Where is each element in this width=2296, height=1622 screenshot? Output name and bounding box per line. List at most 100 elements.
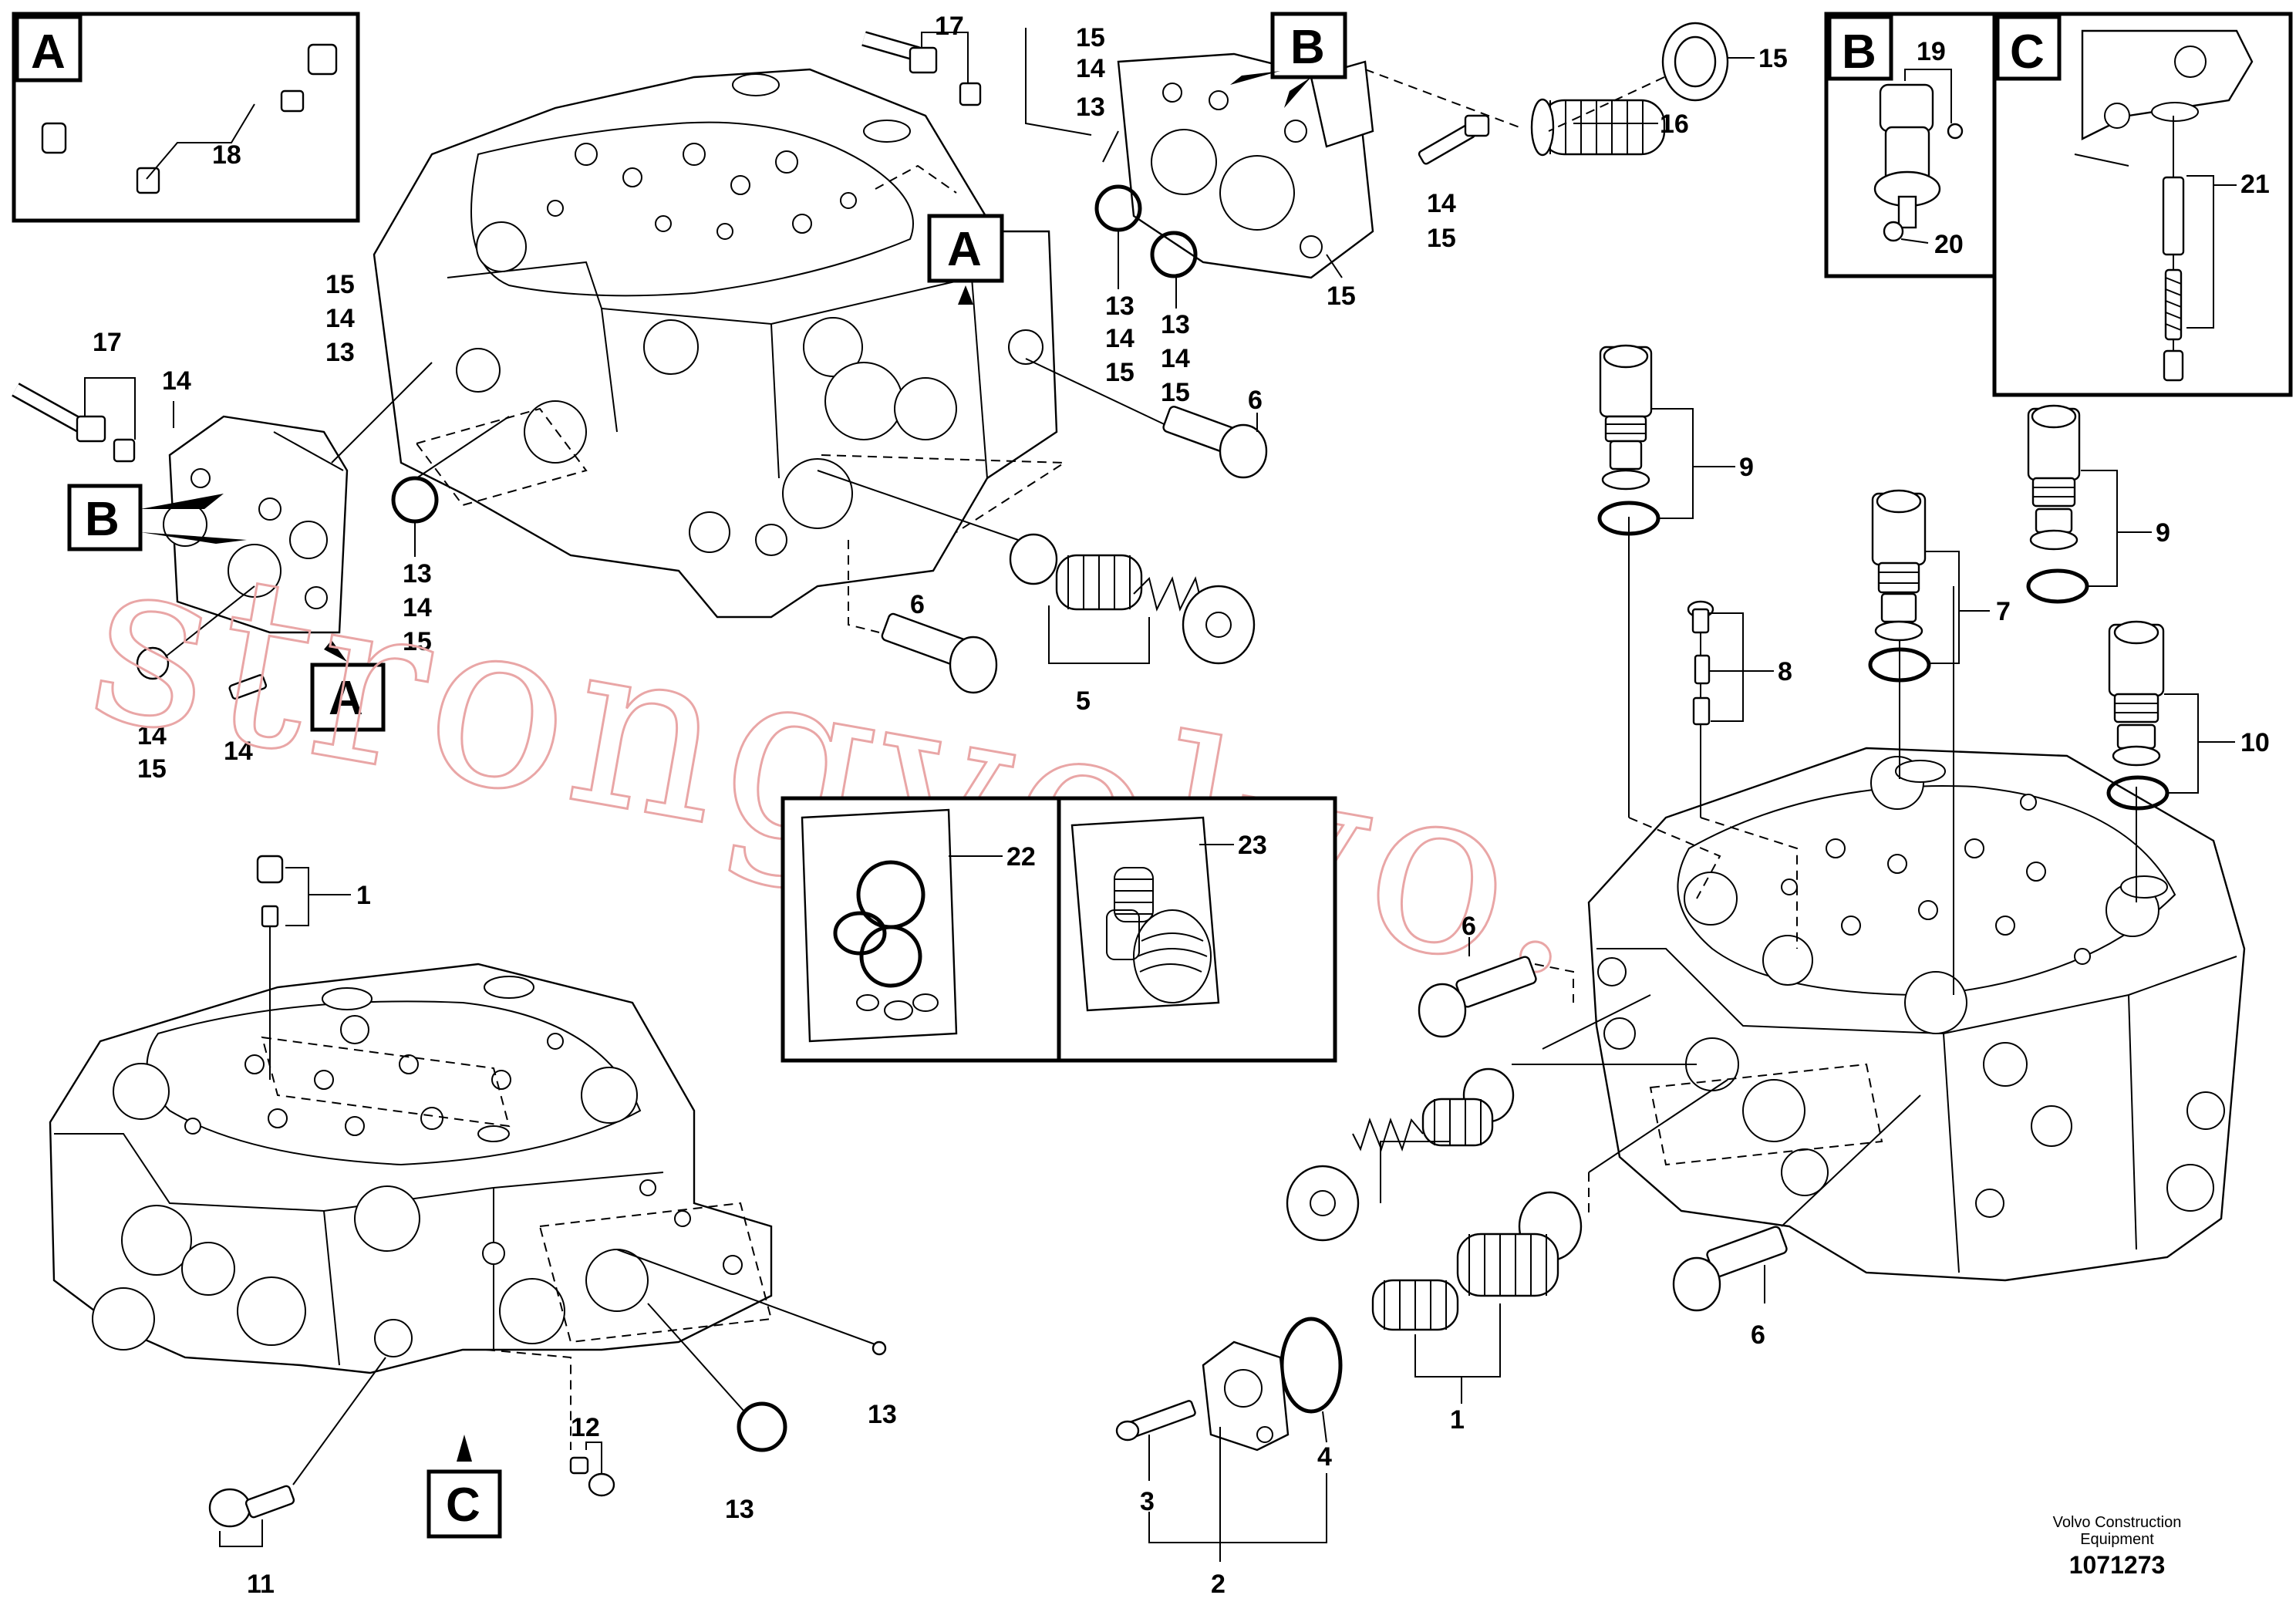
oring-13-bottom: 13 13: [616, 1249, 897, 1524]
svg-text:A: A: [947, 223, 982, 276]
svg-text:B: B: [1290, 21, 1325, 74]
callout-b-top: B: [1230, 12, 1347, 108]
label-15-top-right: 15: [1758, 44, 1788, 73]
footer-block: Volvo Construction Equipment 1071273: [2053, 1514, 2182, 1579]
label-22: 22: [1006, 842, 1036, 872]
kit-box-23: 23: [1057, 796, 1337, 1063]
detail-box-c: C 21: [1992, 12, 2293, 397]
label-20: 20: [1934, 230, 1964, 259]
guide-lines: [415, 407, 588, 507]
label-11: 11: [247, 1570, 275, 1599]
svg-text:15: 15: [1105, 358, 1135, 387]
detail-box-a: A 18: [12, 12, 360, 223]
label-5: 5: [1076, 686, 1091, 716]
svg-text:15: 15: [1076, 23, 1105, 52]
label-12: 12: [571, 1413, 600, 1442]
label-6-right-upper: 6: [1462, 912, 1476, 941]
cartridge-9-left: 9: [1597, 344, 1754, 536]
guide-lines-2: [875, 164, 957, 194]
label-8: 8: [1778, 657, 1792, 686]
fastener-11: 11: [208, 1357, 386, 1599]
hose-17-left: 17 14: [12, 328, 191, 463]
guide-lines-3: [821, 454, 1067, 533]
label-1-left: 1: [356, 881, 371, 910]
detail-b-label: B: [1842, 25, 1876, 79]
label-4: 4: [1317, 1442, 1332, 1472]
guide-lines-bottom-left: [261, 1036, 511, 1128]
cartridge-6-right-upper: 6: [1418, 912, 1574, 1038]
svg-text:15: 15: [1427, 224, 1456, 253]
label-16: 16: [1660, 110, 1689, 139]
label-6-top-lower: 6: [910, 590, 925, 619]
footer-company-line1: Volvo Construction: [2053, 1514, 2182, 1531]
assembly-1-2-3-4: 1 4 3 2: [1115, 1079, 1728, 1599]
label-2: 2: [1211, 1570, 1226, 1599]
svg-text:14: 14: [1161, 344, 1190, 373]
label-13-bottom: 13: [725, 1495, 754, 1524]
fastener-12: 12: [485, 1349, 615, 1497]
label-21: 21: [2240, 170, 2270, 199]
svg-text:13: 13: [1105, 292, 1135, 321]
detail-a-label: A: [31, 25, 66, 79]
top-leader-labels: 15 14 13 13 14 15 13 14 15 15: [1025, 23, 1356, 407]
label-17-top: 17: [935, 12, 964, 41]
detail-c-label: C: [2010, 25, 2045, 79]
label-9-left: 9: [1739, 453, 1754, 482]
cartridge-6-right-lower: 6: [1672, 1094, 1921, 1350]
label-14-left-top: 14: [162, 366, 191, 396]
label-13-bottom-right: 13: [868, 1400, 897, 1429]
svg-text:14: 14: [224, 737, 253, 766]
svg-text:B: B: [85, 493, 120, 546]
label-10: 10: [2240, 728, 2270, 757]
cartridge-9-right: 9: [2026, 404, 2170, 604]
detail-box-b: B 19 20: [1824, 12, 1997, 278]
label-18: 18: [212, 140, 241, 170]
cartridge-7: 7: [1868, 489, 2011, 683]
cartridge-6-top-lower: 6: [848, 540, 998, 694]
cartridge-8: 8: [1687, 600, 1792, 726]
section-plate-top: [1094, 52, 1520, 279]
svg-text:14: 14: [325, 304, 355, 333]
callout-a-left: A: [310, 640, 386, 732]
label-7: 7: [1996, 597, 2011, 626]
svg-text:A: A: [329, 672, 363, 725]
valve-block-top: [373, 68, 1058, 619]
label-17-left: 17: [93, 328, 122, 357]
relief-valve-5: 5: [817, 470, 1256, 716]
piston-1-left: 1: [256, 855, 371, 1080]
document-number: 1071273: [2069, 1551, 2166, 1579]
label-23: 23: [1238, 831, 1267, 860]
guide-lines-bottom-left-2: [538, 1202, 773, 1344]
valve-block-bottom-left: [49, 963, 773, 1374]
svg-text:14: 14: [1105, 324, 1135, 353]
left-leader-labels: 15 14 13 13 14 15: [325, 270, 432, 656]
label-1-right: 1: [1450, 1405, 1465, 1435]
left-fasteners: 14 15 14: [136, 585, 268, 784]
svg-text:13: 13: [1161, 310, 1190, 339]
guide-lines-bottom-right: [1649, 1063, 1883, 1166]
relief-valve-right: [1286, 994, 1697, 1242]
label-3: 3: [1140, 1487, 1155, 1516]
callout-a-top: A: [927, 214, 1004, 305]
valve-block-bottom-right: [1587, 747, 2246, 1282]
hose-17-top: 17: [861, 12, 982, 106]
callout-c-bottom: C: [426, 1435, 502, 1539]
svg-text:15: 15: [325, 270, 355, 299]
svg-text:14: 14: [137, 721, 167, 750]
label-6-top-right: 6: [1248, 386, 1263, 415]
plug-15-top-right: 15: [1548, 22, 1788, 132]
svg-text:15: 15: [1327, 282, 1356, 311]
label-19: 19: [1917, 37, 1946, 66]
cartridge-10: 10: [2106, 620, 2270, 811]
label-6-right-lower: 6: [1751, 1320, 1765, 1350]
svg-text:13: 13: [325, 338, 355, 367]
spring-16: 16: [1530, 98, 1689, 157]
svg-text:13: 13: [403, 559, 432, 588]
footer-company-line2: Equipment: [2080, 1531, 2154, 1548]
label-9-right: 9: [2156, 518, 2170, 548]
svg-text:15: 15: [1161, 378, 1190, 407]
svg-text:C: C: [446, 1479, 480, 1532]
screw-14-top: 14 15: [1418, 114, 1490, 253]
